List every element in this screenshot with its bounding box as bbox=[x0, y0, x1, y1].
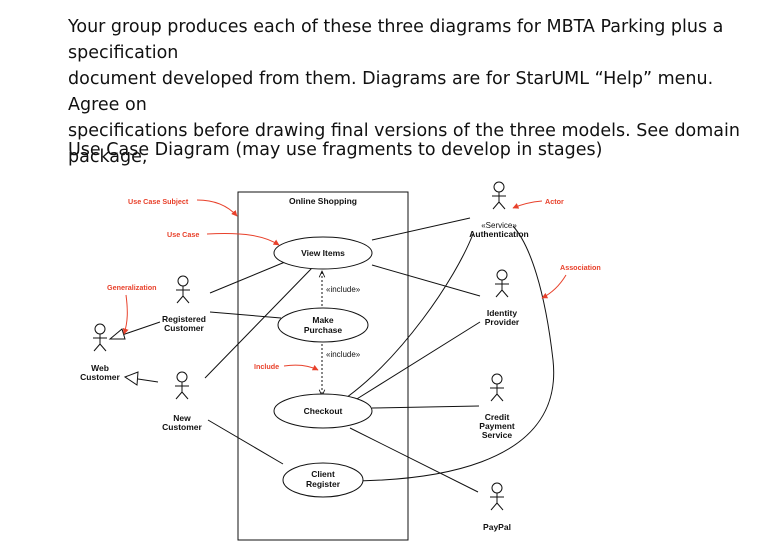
generalization-arrow-new bbox=[123, 371, 139, 386]
actor-registered-customer: Registered Customer bbox=[162, 275, 206, 333]
intro-paragraph: Your group produces each of these three … bbox=[68, 14, 768, 170]
annotation-arrow-association bbox=[541, 274, 567, 299]
intro-line-1: Your group produces each of these three … bbox=[68, 17, 724, 63]
use-case-view-items-label: View Items bbox=[301, 248, 345, 258]
annotation-include: Include bbox=[254, 362, 279, 371]
annotations: Use Case Subject Use Case Generalization… bbox=[107, 197, 601, 371]
auth-name: Authentication bbox=[469, 229, 529, 239]
use-case-diagram: Online Shopping «include» «include» View… bbox=[80, 181, 601, 541]
new-customer-label-2: Customer bbox=[162, 422, 202, 432]
paypal-label: PayPal bbox=[483, 522, 511, 532]
generalization-line-registered bbox=[121, 321, 161, 336]
actor-web-customer: Web Customer bbox=[80, 323, 121, 382]
use-case-client-register-label-2: Register bbox=[306, 479, 341, 489]
annotation-arrow-subject bbox=[196, 199, 238, 217]
credit-label-2: Payment bbox=[479, 421, 515, 431]
use-case-checkout bbox=[273, 393, 373, 429]
use-case-checkout-label: Checkout bbox=[304, 406, 343, 416]
use-case-view-items bbox=[273, 236, 373, 270]
annotation-arrow-include bbox=[283, 364, 319, 371]
use-case-make-purchase bbox=[277, 307, 369, 343]
section-heading: Use Case Diagram (may use fragments to d… bbox=[68, 140, 603, 160]
web-customer-label-2: Customer bbox=[80, 372, 120, 382]
new-customer-label-1: New bbox=[173, 413, 191, 423]
generalization-arrow-registered bbox=[108, 328, 126, 340]
intro-line-2: document developed from them. Diagrams a… bbox=[68, 69, 714, 115]
include-label-1: «include» bbox=[326, 285, 361, 294]
generalization-line-new bbox=[137, 378, 159, 383]
identity-label-2: Provider bbox=[485, 317, 520, 327]
annotation-actor: Actor bbox=[545, 197, 564, 206]
annotation-use-case: Use Case bbox=[167, 230, 199, 239]
auth-stereotype: «Service» bbox=[481, 221, 517, 230]
actor-new-customer: New Customer bbox=[162, 371, 203, 432]
use-case-client-register bbox=[282, 462, 364, 498]
use-case-client-register-label-1: Client bbox=[311, 469, 335, 479]
use-case-make-purchase-label-1: Make bbox=[312, 315, 334, 325]
registered-label-1: Registered bbox=[162, 314, 206, 324]
annotation-association: Association bbox=[560, 263, 601, 272]
annotation-arrow-generalization bbox=[122, 294, 129, 335]
registered-label-2: Customer bbox=[164, 323, 204, 333]
association-lines bbox=[204, 217, 555, 493]
credit-label-1: Credit bbox=[485, 412, 510, 422]
use-case-make-purchase-label-2: Purchase bbox=[304, 325, 343, 335]
actor-authentication: «Service» Authentication bbox=[469, 181, 529, 239]
annotation-generalization: Generalization bbox=[107, 283, 157, 292]
annotation-arrow-use-case bbox=[206, 233, 280, 246]
web-customer-label-1: Web bbox=[91, 363, 109, 373]
subject-title: Online Shopping bbox=[289, 196, 357, 206]
actor-identity-provider: Identity Provider bbox=[485, 269, 520, 327]
actor-credit-payment-service: Credit Payment Service bbox=[479, 373, 515, 440]
annotation-arrow-actor bbox=[512, 200, 543, 209]
include-label-2: «include» bbox=[326, 350, 361, 359]
use-case-subject-boundary bbox=[237, 191, 409, 541]
credit-label-3: Service bbox=[482, 430, 513, 440]
actor-paypal: PayPal bbox=[483, 482, 511, 532]
intro-line-3: specifications before drawing final vers… bbox=[68, 121, 740, 167]
identity-label-1: Identity bbox=[487, 308, 517, 318]
annotation-use-case-subject: Use Case Subject bbox=[128, 197, 189, 206]
